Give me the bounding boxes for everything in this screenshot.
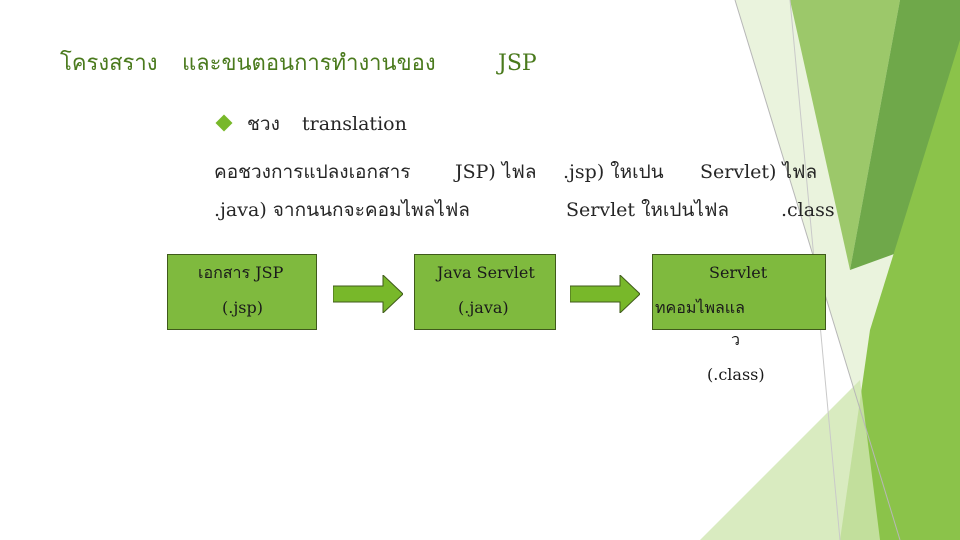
bullet-term: translation — [302, 113, 407, 135]
description-line2-a: .java) จากนนกจะคอมไพลไฟล — [214, 199, 470, 221]
description-line2-b: Servlet ใหเปนไฟล — [566, 199, 730, 221]
deco-shape-bright — [840, 40, 960, 540]
description-line2-c: .class — [781, 199, 835, 221]
flow-box-jsp-line1: เอกสาร JSP — [198, 263, 284, 282]
flow-box-jsp-line2: (.jsp) — [222, 298, 263, 317]
flow-box-java-servlet-line1: Java Servlet — [437, 263, 535, 282]
title-part-3: JSP — [498, 51, 537, 76]
description-line1-a: คอชวงการแปลงเอกสาร — [214, 161, 411, 183]
title-part-2: และขนตอนการทำงานของ — [182, 51, 436, 76]
description-line1-c: .jsp) ใหเปน — [563, 161, 664, 183]
flow-box-java-servlet — [414, 254, 556, 330]
deco-shape-light — [700, 380, 880, 540]
flow-box-servlet-class — [652, 254, 826, 330]
description-line1-b: JSP) ไฟล — [455, 161, 537, 183]
bullet-word: ชวง — [247, 113, 280, 135]
flow-box-servlet-class-line3: ว — [731, 330, 740, 349]
flow-arrow-1-icon — [333, 275, 403, 313]
title-part-1: โครงสราง — [60, 51, 158, 76]
flow-box-servlet-class-line1: Servlet — [709, 263, 768, 282]
flow-box-jsp — [167, 254, 317, 330]
flow-box-java-servlet-line2: (.java) — [458, 298, 509, 317]
description-line1-d: Servlet) ไฟล — [700, 161, 818, 183]
flow-box-servlet-class-line2: ทคอมไพลแล — [655, 298, 745, 317]
flow-box-servlet-class-line4: (.class) — [707, 365, 765, 384]
deco-shape-mid — [790, 0, 900, 270]
flow-arrow-2-icon — [570, 275, 640, 313]
